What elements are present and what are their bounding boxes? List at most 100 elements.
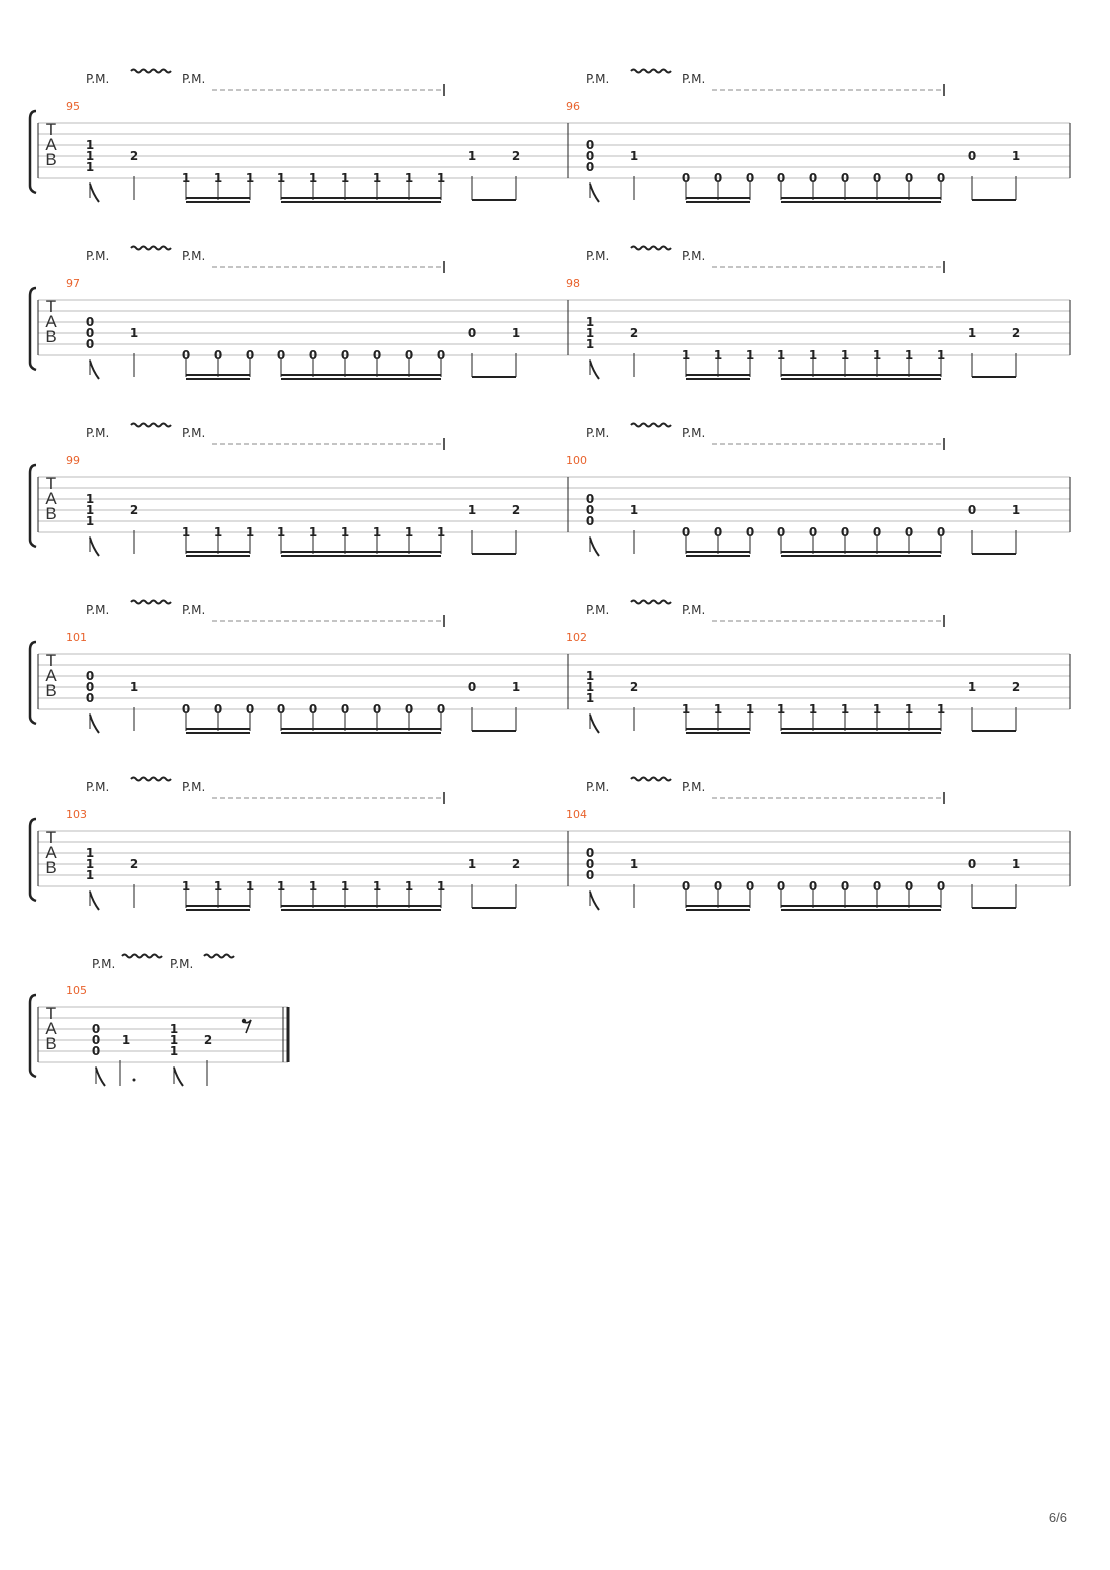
fret-number: 1 <box>968 326 976 340</box>
palm-mute-label: P.M. <box>86 249 109 263</box>
tab-clef-letter: A <box>45 666 57 685</box>
fret-number: 1 <box>246 171 254 185</box>
fret-number: 1 <box>841 702 849 716</box>
fret-number: 1 <box>468 149 476 163</box>
fret-number: 0 <box>182 348 190 362</box>
fret-number: 0 <box>809 171 817 185</box>
fret-number: 0 <box>214 348 222 362</box>
eighth-flag <box>89 537 100 557</box>
tab-clef-letter: B <box>45 1034 56 1053</box>
measure-number: 104 <box>566 808 587 821</box>
fret-number: 1 <box>437 879 445 893</box>
tab-clef-letter: B <box>45 504 56 523</box>
eighth-flag <box>589 714 600 734</box>
fret-number: 1 <box>86 514 94 528</box>
fret-number: 0 <box>468 326 476 340</box>
fret-number: 0 <box>277 702 285 716</box>
palm-mute-label: P.M. <box>86 603 109 617</box>
palm-mute-label: P.M. <box>86 72 109 86</box>
measure-number: 102 <box>566 631 587 644</box>
fret-number: 0 <box>86 691 94 705</box>
fret-number: 1 <box>86 160 94 174</box>
fret-number: 0 <box>277 348 285 362</box>
fret-number: 0 <box>937 525 945 539</box>
fret-number: 1 <box>512 680 520 694</box>
fret-number: 0 <box>586 868 594 882</box>
fret-number: 0 <box>746 525 754 539</box>
fret-number: 0 <box>905 879 913 893</box>
fret-number: 0 <box>341 348 349 362</box>
page-number: 6/6 <box>1048 1510 1067 1525</box>
fret-number: 1 <box>130 326 138 340</box>
measure-number: 100 <box>566 454 587 467</box>
vibrato-wave <box>630 776 672 782</box>
fret-number: 1 <box>937 348 945 362</box>
fret-number: 0 <box>937 879 945 893</box>
eighth-flag <box>589 891 600 911</box>
fret-number: 2 <box>512 149 520 163</box>
vibrato-wave <box>130 776 172 782</box>
fret-number: 0 <box>341 702 349 716</box>
fret-number: 1 <box>405 879 413 893</box>
eighth-flag <box>95 1067 106 1087</box>
tab-clef-letter: A <box>45 135 57 154</box>
palm-mute-label: P.M. <box>182 72 205 86</box>
eighth-flag <box>89 360 100 380</box>
fret-number: 1 <box>373 171 381 185</box>
fret-number: 0 <box>873 171 881 185</box>
palm-mute-label: P.M. <box>182 249 205 263</box>
fret-number: 1 <box>586 680 594 694</box>
fret-number: 0 <box>873 525 881 539</box>
fret-number: 2 <box>1012 680 1020 694</box>
fret-number: 0 <box>92 1033 100 1047</box>
fret-number: 0 <box>586 846 594 860</box>
fret-number: 0 <box>405 702 413 716</box>
palm-mute-label: P.M. <box>682 780 705 794</box>
fret-number: 0 <box>682 879 690 893</box>
fret-number: 1 <box>682 702 690 716</box>
fret-number: 1 <box>214 525 222 539</box>
fret-number: 1 <box>809 702 817 716</box>
tab-clef-letter: T <box>46 120 56 139</box>
fret-number: 0 <box>309 702 317 716</box>
tab-clef-letter: T <box>46 1004 56 1023</box>
fret-number: 1 <box>182 879 190 893</box>
palm-mute-label: P.M. <box>586 249 609 263</box>
eighth-flag <box>89 891 100 911</box>
fret-number: 0 <box>246 348 254 362</box>
palm-mute-label: P.M. <box>586 780 609 794</box>
palm-mute-label: P.M. <box>682 249 705 263</box>
fret-number: 0 <box>214 702 222 716</box>
palm-mute-label: P.M. <box>182 780 205 794</box>
fret-number: 1 <box>86 149 94 163</box>
fret-number: 1 <box>86 492 94 506</box>
fret-number: 1 <box>309 525 317 539</box>
fret-number: 1 <box>277 879 285 893</box>
fret-number: 0 <box>873 879 881 893</box>
eighth-flag <box>89 714 100 734</box>
fret-number: 1 <box>309 171 317 185</box>
fret-number: 0 <box>968 857 976 871</box>
eighth-flag <box>89 183 100 203</box>
system-bracket <box>28 640 37 726</box>
fret-number: 1 <box>86 846 94 860</box>
fret-number: 1 <box>170 1044 178 1058</box>
fret-number: 1 <box>1012 857 1020 871</box>
fret-number: 1 <box>341 171 349 185</box>
fret-number: 0 <box>841 879 849 893</box>
measure-number: 105 <box>66 984 87 997</box>
measure-number: 101 <box>66 631 87 644</box>
fret-number: 1 <box>341 879 349 893</box>
fret-number: 1 <box>873 702 881 716</box>
tab-clef-letter: A <box>45 312 57 331</box>
fret-number: 1 <box>809 348 817 362</box>
fret-number: 1 <box>214 171 222 185</box>
system-bracket <box>28 286 37 372</box>
measure-number: 99 <box>66 454 80 467</box>
measure-number: 96 <box>566 100 580 113</box>
tab-clef-letter: T <box>46 828 56 847</box>
fret-number: 1 <box>1012 149 1020 163</box>
